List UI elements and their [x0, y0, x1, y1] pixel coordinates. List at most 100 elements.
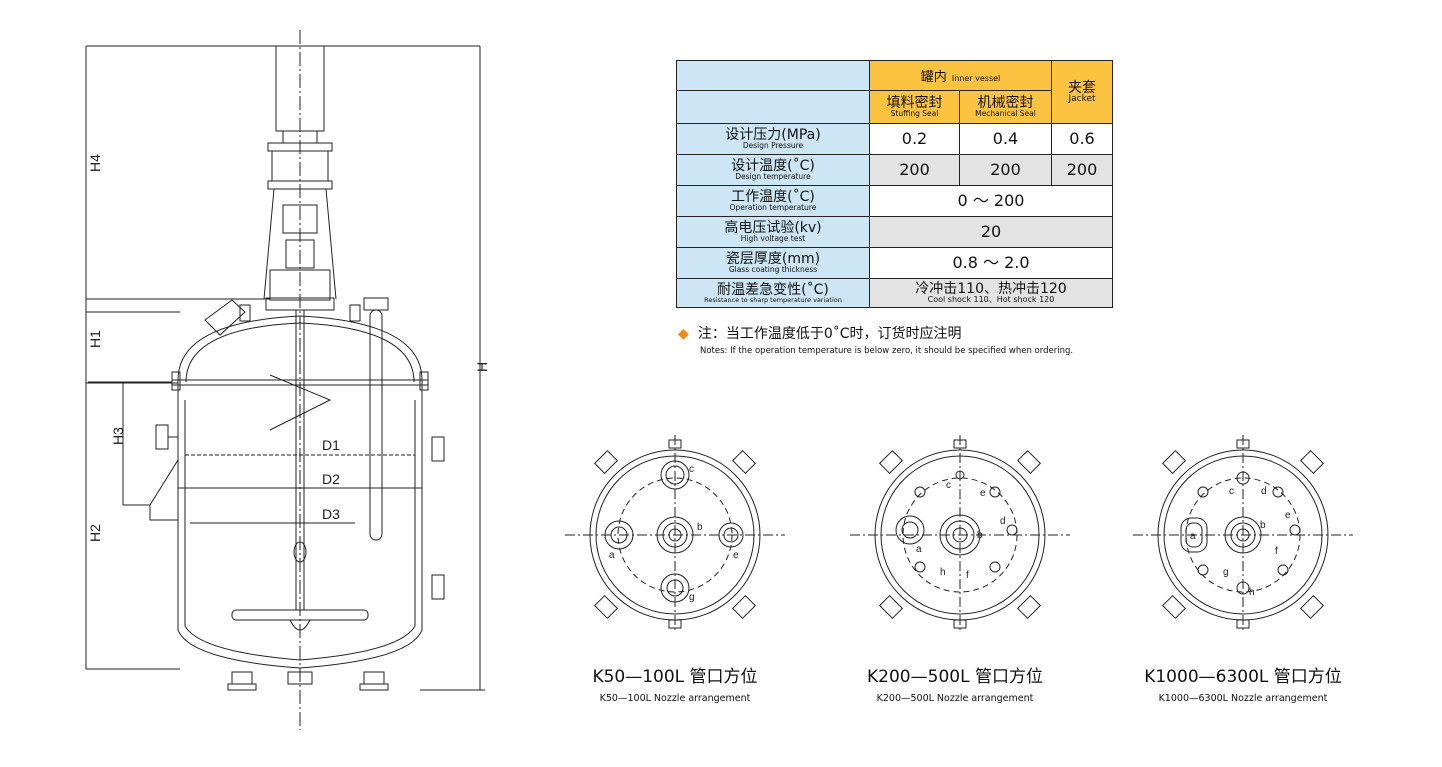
- row-label-zh: 工作温度(˚C): [731, 189, 815, 206]
- dim-label-d3: D3: [322, 506, 340, 522]
- row-label-zh: 耐温差急变性(˚C): [717, 281, 829, 298]
- table-cell: 0.4: [959, 123, 1052, 155]
- row-label: 瓷层厚度(mm) Glass coating thickness: [676, 247, 870, 279]
- note: ◆ 注：当工作温度低于0˚C时，订货时应注明 Notes: If the ope…: [678, 323, 1148, 356]
- mechanical-seal-header: 机械密封 Mechanical Seal: [959, 90, 1052, 124]
- caption-k200-zh: K200—500L 管口方位: [867, 667, 1043, 687]
- table-row: 高电压试验(kv) High voltage test 20: [676, 216, 1113, 248]
- jacket-header: 夹套 Jacket: [1051, 60, 1113, 124]
- table-cell: 200: [869, 154, 960, 186]
- nozzle-label-c: c: [689, 464, 694, 475]
- nozzle-drawing-k200: c e d b a h f: [850, 435, 1070, 630]
- mechanical-seal-zh: 机械密封: [977, 95, 1034, 112]
- nozzle-diagram-k1000: c d e b a f g h: [1133, 430, 1353, 639]
- shock-value-zh: 冷冲击110、热冲击120: [915, 281, 1067, 297]
- table-cell-merged: 冷冲击110、热冲击120 Cool shock 110、Hot shock 1…: [869, 278, 1113, 308]
- inner-vessel-zh: 罐内: [920, 69, 947, 85]
- inner-vessel-header: 罐内 Inner vessel: [869, 60, 1052, 91]
- table-cell: 0.6: [1051, 123, 1113, 155]
- row-label: 工作温度(˚C) Operation temperature: [676, 185, 870, 217]
- caption-k1000-en: K1000—6300L Nozzle arrangement: [1158, 693, 1328, 704]
- nozzle-label-h: h: [940, 567, 946, 578]
- table-row: 设计压力(MPa) Design Pressure 0.2 0.4 0.6: [676, 123, 1113, 155]
- inner-vessel-en: Inner vessel: [951, 73, 1001, 83]
- nozzle-label-b: b: [1260, 520, 1266, 531]
- table-row: 耐温差急变性(˚C) Resistance to sharp temperatu…: [676, 278, 1113, 308]
- nozzle-label-g: h: [1249, 587, 1255, 598]
- nozzle-diagram-k50: c b a e g: [565, 430, 785, 639]
- nozzle-label-f: f: [966, 570, 969, 581]
- shock-value-en: Cool shock 110、Hot shock 120: [927, 295, 1055, 304]
- mechanical-seal-en: Mechanical Seal: [975, 109, 1036, 119]
- table-cell-merged: 0 ～ 200: [869, 185, 1113, 217]
- caption-k50: K50—100L 管口方位 K50—100L Nozzle arrangemen…: [570, 662, 780, 704]
- row-label-en: High voltage test: [740, 234, 806, 244]
- nozzle-label-g: g: [689, 592, 695, 603]
- nozzle-label-a: a: [916, 544, 922, 555]
- nozzle-label-d: d: [1000, 516, 1006, 527]
- table-cell: 0.2: [869, 123, 960, 155]
- note-zh: 注：当工作温度低于0˚C时，订货时应注明: [697, 326, 962, 342]
- caption-k1000-zh: K1000—6300L 管口方位: [1144, 667, 1342, 687]
- caption-k50-en: K50—100L Nozzle arrangement: [599, 693, 751, 704]
- table-corner: [676, 60, 870, 91]
- row-label-zh: 设计压力(MPa): [725, 127, 821, 144]
- nozzle-label-e: e: [733, 550, 739, 561]
- nozzle-label-b: b: [977, 530, 983, 541]
- table-row: 设计温度(˚C) Design temperature 200 200 200: [676, 154, 1113, 186]
- caption-k200-en: K200—500L Nozzle arrangement: [876, 693, 1034, 704]
- row-label: 设计温度(˚C) Design temperature: [676, 154, 870, 186]
- table-row: 工作温度(˚C) Operation temperature 0 ～ 200: [676, 185, 1113, 217]
- jacket-zh: 夹套: [1068, 79, 1096, 96]
- table-header-row-2: 填料密封 Stuffing Seal 机械密封 Mechanical Seal: [676, 90, 1113, 124]
- row-label-en: Operation temperature: [729, 203, 817, 213]
- nozzle-label-f: f: [1275, 546, 1278, 557]
- dim-label-d2: D2: [322, 471, 340, 487]
- nozzle-label-h: g: [1223, 567, 1229, 578]
- dim-label-d1: D1: [322, 437, 340, 453]
- table-cell-merged: 0.8 ～ 2.0: [869, 247, 1113, 279]
- nozzle-drawing-k1000: c d e b a f g h: [1133, 435, 1353, 630]
- row-label: 设计压力(MPa) Design Pressure: [676, 123, 870, 155]
- dim-label-h4: H4: [87, 154, 103, 172]
- nozzle-drawing-k50: c b a e g: [565, 435, 785, 630]
- row-label-en: Resistance to sharp temperature variatio…: [704, 295, 842, 304]
- spec-table: 罐内 Inner vessel 夹套 Jacket 填料密封 Stuffing …: [676, 60, 1113, 308]
- row-label: 耐温差急变性(˚C) Resistance to sharp temperatu…: [676, 278, 870, 308]
- table-corner-2: [676, 90, 870, 124]
- nozzle-label-a: a: [609, 550, 615, 561]
- dim-label-h: H: [474, 362, 490, 372]
- stuffing-seal-en: Stuffing Seal: [890, 109, 939, 119]
- row-label-zh: 设计温度(˚C): [731, 158, 815, 175]
- row-label-zh: 高电压试验(kv): [724, 220, 822, 237]
- stuffing-seal-header: 填料密封 Stuffing Seal: [869, 90, 960, 124]
- nozzle-label-e: e: [980, 488, 986, 499]
- nozzle-label-c: c: [1229, 486, 1234, 497]
- table-header-row-1: 罐内 Inner vessel 夹套 Jacket: [676, 60, 1113, 124]
- diamond-bullet-icon: ◆: [678, 326, 689, 342]
- table-cell: 200: [959, 154, 1052, 186]
- dim-label-h3: H3: [110, 427, 126, 445]
- nozzle-label-e: e: [1285, 510, 1291, 521]
- nozzle-label-d: d: [1261, 486, 1267, 497]
- table-row: 瓷层厚度(mm) Glass coating thickness 0.8 ～ 2…: [676, 247, 1113, 279]
- dim-label-h2: H2: [87, 524, 103, 542]
- vessel-drawing: H4 H1 H3 H2 H D1 D2 D3: [85, 30, 490, 730]
- caption-k1000: K1000—6300L 管口方位 K1000—6300L Nozzle arra…: [1133, 662, 1353, 704]
- note-en: Notes: If the operation temperature is b…: [700, 346, 1074, 356]
- row-label: 高电压试验(kv) High voltage test: [676, 216, 870, 248]
- jacket-en: Jacket: [1068, 93, 1096, 104]
- row-label-en: Design Pressure: [742, 141, 804, 151]
- caption-k200: K200—500L 管口方位 K200—500L Nozzle arrangem…: [850, 662, 1060, 704]
- table-cell: 200: [1051, 154, 1113, 186]
- nozzle-label-a: a: [1190, 531, 1196, 542]
- row-label-en: Design temperature: [735, 172, 811, 182]
- row-label-zh: 瓷层厚度(mm): [725, 251, 821, 268]
- nozzle-label-b: b: [697, 522, 703, 533]
- dim-label-h1: H1: [87, 330, 103, 348]
- caption-k50-zh: K50—100L 管口方位: [592, 667, 758, 687]
- nozzle-diagram-k200: c e d b a h f: [850, 430, 1070, 639]
- nozzle-label-c: c: [946, 480, 951, 491]
- row-label-en: Glass coating thickness: [728, 265, 818, 275]
- stuffing-seal-zh: 填料密封: [886, 95, 943, 112]
